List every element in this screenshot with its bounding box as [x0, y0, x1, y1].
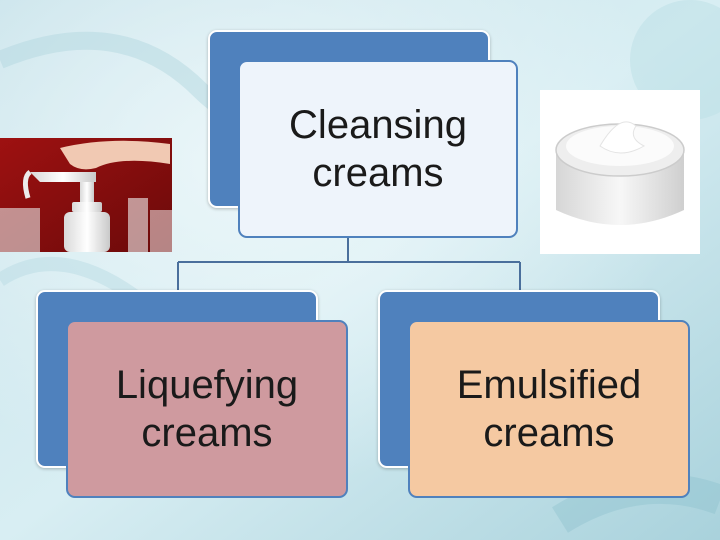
right-node-front-panel: Emulsified creams	[408, 320, 690, 498]
pump-dispenser-photo	[0, 138, 172, 252]
top-node-front-panel: Cleansing creams	[238, 60, 518, 238]
cream-jar-photo	[540, 90, 700, 254]
left-node-label: Liquefying creams	[115, 363, 299, 455]
right-node-label: Emulsified creams	[456, 363, 642, 455]
top-node-label: Cleansing creams	[289, 103, 467, 195]
left-node-front-panel: Liquefying creams	[66, 320, 348, 498]
